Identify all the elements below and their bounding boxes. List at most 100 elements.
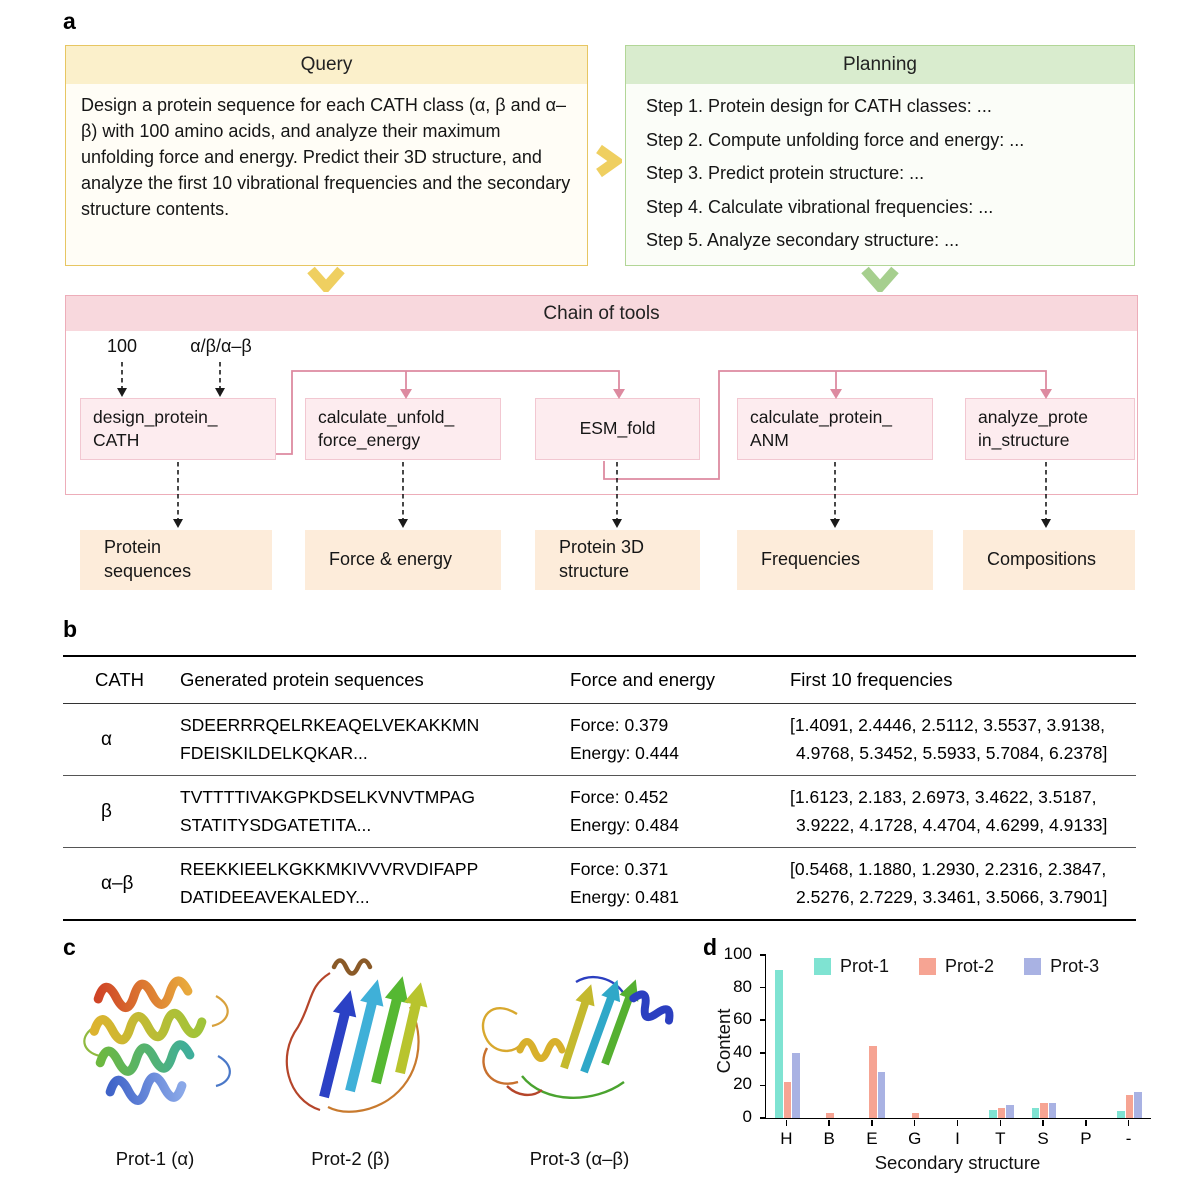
frequencies-cell: [1.4091, 2.4446, 2.5112, 3.5537, 3.9138,… (790, 715, 1108, 763)
bar-Prot-3-S (1048, 1103, 1057, 1118)
chevron-right-icon (596, 144, 622, 178)
results-table: CATH Generated protein sequences Force a… (63, 655, 1136, 921)
x-tick-E: E (851, 1120, 894, 1149)
output-protein-sequences: Protein sequences (80, 530, 272, 590)
panel-c-label: c (63, 934, 76, 960)
x-tick-B: B (808, 1120, 851, 1149)
y-tick-60: 60 (733, 1009, 752, 1029)
planning-box: Planning Step 1. Protein design for CATH… (625, 45, 1135, 266)
tool-design-protein-cath: design_protein_ CATH (80, 398, 276, 460)
x-tick-mark (913, 1120, 916, 1126)
x-tick-label: G (908, 1129, 922, 1148)
y-tick-100: 100 (723, 944, 752, 963)
panel-b-label: b (63, 616, 78, 642)
query-title: Query (66, 46, 587, 84)
chevron-down-icon (307, 266, 345, 292)
chain-of-tools-title: Chain of tools (66, 296, 1137, 331)
bar-Prot-3-E (877, 1072, 886, 1118)
x-tick-H: H (765, 1120, 808, 1149)
planning-step: Step 2. Compute unfolding force and ener… (646, 129, 1025, 150)
sequence-cell: SDEERRRQELRKEAQELVEKAKKMN FDEISKILDELKQK… (180, 715, 480, 763)
x-tick-label: P (1080, 1129, 1092, 1148)
output-frequencies: Frequencies (737, 530, 933, 590)
protein-caption-prot-1: Prot-1 (α) (115, 1148, 195, 1169)
x-tick-mark (999, 1120, 1002, 1126)
bar-Prot-2-G (911, 1113, 920, 1118)
output-protein-3d-structure: Protein 3D structure (535, 530, 700, 590)
x-tick-mark (1085, 1120, 1087, 1126)
output-compositions: Compositions (963, 530, 1135, 590)
x-tick-mark (785, 1120, 788, 1126)
x-tick-S: S (1022, 1120, 1065, 1149)
y-tick-80: 80 (733, 976, 752, 996)
y-tick-mark (760, 1084, 766, 1087)
x-tick-T: T (979, 1120, 1022, 1149)
legend-item-Prot-1: Prot-1 (814, 956, 889, 977)
bar-Prot-1-- (1117, 1111, 1125, 1118)
y-tick-0: 0 (742, 1107, 752, 1126)
query-body-text: Design a protein sequence for each CATH … (81, 95, 571, 219)
legend-label: Prot-1 (840, 956, 890, 976)
x-axis-label: Secondary structure (874, 1152, 1041, 1173)
x-tick--: - (1107, 1120, 1150, 1149)
cath-class: β (101, 800, 112, 822)
chain-input-amino-acids: 100 (106, 336, 138, 356)
bar-chart: Prot-1 Prot-2 Prot-3 (760, 954, 1151, 1119)
x-tick-mark (956, 1120, 959, 1126)
col-header-sequences: Generated protein sequences (180, 669, 424, 690)
bar-Prot-2-S (1040, 1103, 1048, 1118)
x-tick-label: E (866, 1129, 878, 1148)
x-tick-label: T (995, 1129, 1006, 1148)
col-header-cath: CATH (95, 669, 144, 690)
legend-label: Prot-3 (1050, 956, 1100, 976)
x-tick-label: B (823, 1129, 835, 1148)
legend-label: Prot-2 (945, 956, 995, 976)
query-box: Query Design a protein sequence for each… (65, 45, 588, 266)
planning-step: Step 4. Calculate vibrational frequencie… (646, 196, 994, 217)
cath-class: α (101, 728, 112, 750)
table-row: β TVTTTTIVAKGPKDSELKVNVTMPAG STATITYSDGA… (63, 776, 1136, 848)
y-tick-mark (760, 1117, 766, 1119)
tool-calculate-protein-anm: calculate_protein_ ANM (737, 398, 933, 460)
panel-a-label: a (63, 8, 76, 34)
x-tick-label: H (780, 1129, 793, 1148)
force-energy-cell: Force: 0.371 Energy: 0.481 (570, 859, 679, 907)
x-tick-I: I (936, 1120, 979, 1149)
bar-group-E (852, 1046, 895, 1118)
y-tick-40: 40 (733, 1041, 752, 1061)
table-header-row: CATH Generated protein sequences Force a… (63, 657, 1136, 704)
protein-structure-prot-3 (481, 975, 674, 1099)
planning-steps: Step 1. Protein design for CATH classes:… (626, 84, 1134, 251)
frequencies-cell: [0.5468, 1.1880, 1.2930, 2.2316, 2.3847,… (790, 859, 1108, 907)
output-force-energy: Force & energy (305, 530, 501, 590)
planning-step: Step 3. Predict protein structure: ... (646, 163, 925, 183)
protein-caption-prot-3: Prot-3 (α–β) (529, 1148, 630, 1169)
chart-bars (766, 955, 1151, 1118)
cath-class: α–β (101, 872, 134, 894)
bar-group-T (980, 1105, 1023, 1118)
force-energy-cell: Force: 0.379 Energy: 0.444 (570, 715, 679, 763)
force-energy-cell: Force: 0.452 Energy: 0.484 (570, 787, 679, 835)
x-tick-label: - (1125, 1129, 1132, 1148)
panel-d-label: d (703, 934, 718, 960)
x-tick-label: S (1037, 1129, 1049, 1148)
table-row: α SDEERRRQELRKEAQELVEKAKKMN FDEISKILDELK… (63, 704, 1136, 776)
legend-swatch (919, 958, 937, 975)
bar-Prot-2-T (997, 1108, 1006, 1118)
y-tick-mark (760, 954, 766, 956)
x-tick-mark (871, 1120, 873, 1126)
protein-caption-prot-2: Prot-2 (β) (311, 1148, 390, 1169)
bar-Prot-3-T (1006, 1105, 1014, 1118)
bar-Prot-3-H (792, 1053, 800, 1118)
chart-legend: Prot-1 Prot-2 Prot-3 (814, 956, 1099, 977)
bar-group-S (1023, 1103, 1066, 1118)
planning-title: Planning (626, 46, 1134, 84)
chevron-down-icon (861, 266, 899, 292)
legend-swatch (1024, 958, 1042, 975)
x-tick-label: I (955, 1129, 960, 1148)
bar-Prot-1-T (989, 1110, 997, 1118)
sequence-cell: TVTTTTIVAKGPKDSELKVNVTMPAG STATITYSDGATE… (180, 787, 475, 835)
legend-item-Prot-3: Prot-3 (1024, 956, 1099, 977)
planning-step: Step 5. Analyze secondary structure: ... (646, 230, 960, 250)
